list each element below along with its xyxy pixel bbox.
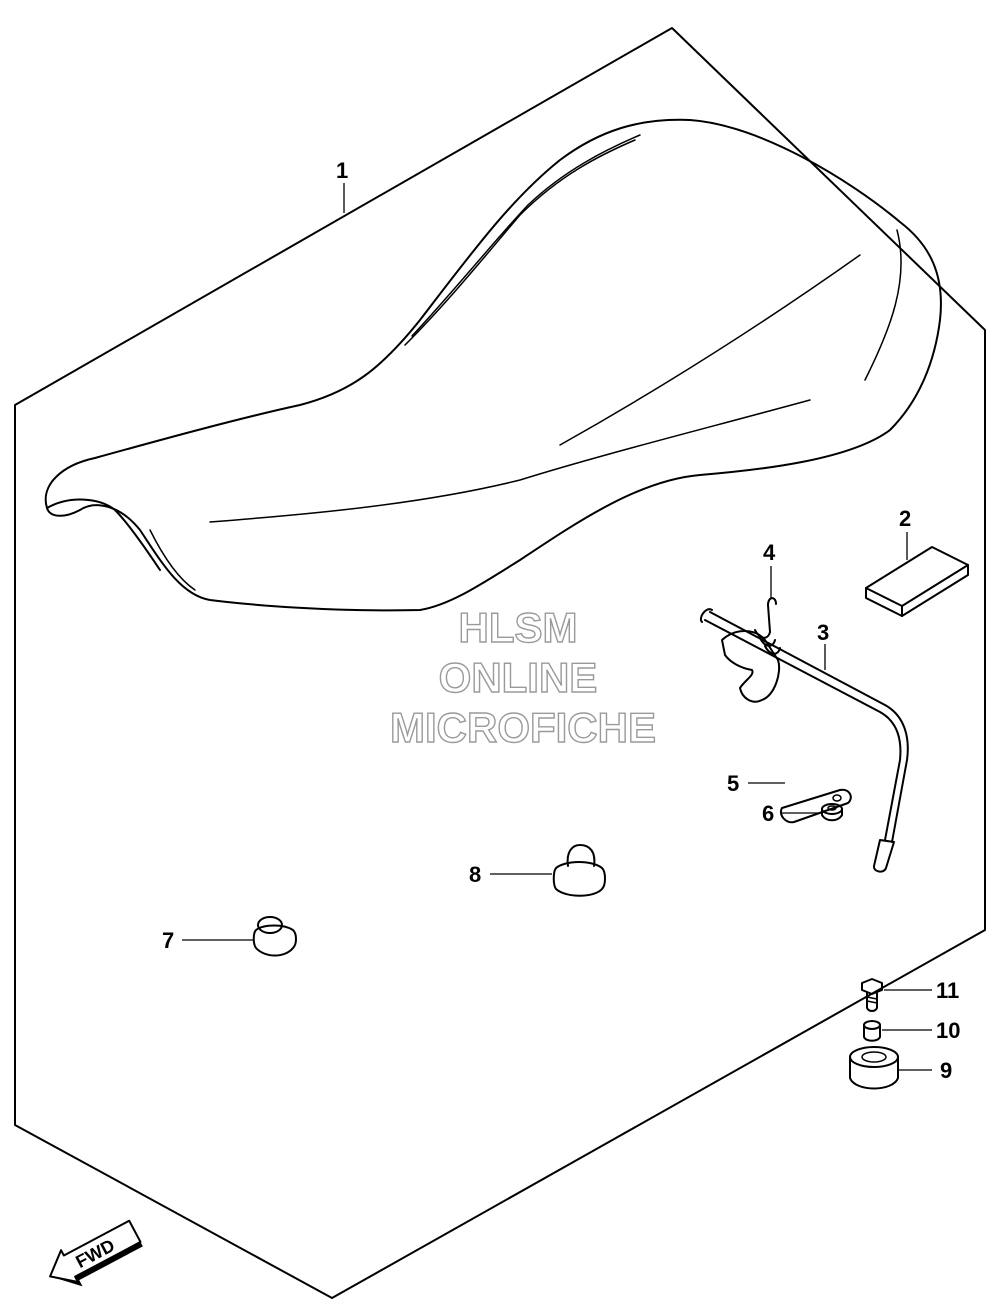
collar-top — [849, 1046, 899, 1068]
rod-end-cap — [872, 839, 895, 873]
seat-lock-rod-part[interactable] — [700, 608, 909, 873]
fwd-arrow-icon: FWD — [49, 1219, 143, 1287]
callout-7[interactable]: 7 — [162, 928, 174, 953]
pad-top — [865, 546, 969, 607]
rod-body — [704, 619, 902, 841]
collar-part[interactable] — [849, 1046, 899, 1090]
seat-rear-seam — [864, 229, 902, 381]
nut-hole — [827, 805, 837, 811]
leader-lines — [182, 183, 932, 1071]
seat-front-curl — [46, 498, 161, 571]
plate-hole — [832, 794, 842, 802]
cushion-large-knob — [566, 844, 596, 867]
watermark-line-1: HLSM — [459, 604, 578, 651]
collar-side — [849, 1056, 899, 1090]
fwd-arrow-shadow — [50, 1241, 143, 1287]
pad-part[interactable] — [865, 546, 969, 617]
callout-4[interactable]: 4 — [763, 540, 776, 565]
callout-2[interactable]: 2 — [899, 506, 911, 531]
seat-outline — [44, 118, 942, 612]
cushion-small-part[interactable] — [252, 916, 297, 957]
callout-5[interactable]: 5 — [727, 771, 739, 796]
callout-8[interactable]: 8 — [469, 862, 481, 887]
bolt-head — [861, 978, 883, 995]
callout-9[interactable]: 9 — [940, 1058, 952, 1083]
callout-11[interactable]: 11 — [936, 978, 959, 1003]
spring-coil — [754, 629, 781, 655]
watermark-line-3: MICROFICHE — [390, 704, 656, 751]
nut-part[interactable] — [821, 803, 843, 822]
diagram-boundary — [14, 27, 986, 1299]
watermark-line-2: ONLINE — [439, 654, 598, 701]
cushion-large-body — [552, 861, 606, 897]
watermark: HLSM ONLINE MICROFICHE — [389, 603, 656, 751]
collar-hole — [861, 1051, 887, 1063]
seat-part[interactable] — [44, 118, 942, 612]
callout-6[interactable]: 6 — [762, 801, 774, 826]
nut-side — [821, 808, 843, 822]
callout-10[interactable]: 10 — [936, 1018, 960, 1043]
spring-hook — [767, 597, 777, 633]
bushing-part[interactable] — [863, 1020, 881, 1042]
bolt-part[interactable] — [861, 978, 883, 1012]
seat-top-seam-left — [404, 139, 636, 346]
cushion-small-top — [257, 916, 283, 934]
spring-latch-part[interactable] — [721, 597, 781, 703]
callout-3[interactable]: 3 — [817, 620, 829, 645]
cushion-small-body — [252, 924, 297, 957]
pad-side — [865, 564, 969, 617]
plate-part[interactable] — [780, 788, 852, 824]
seat-top-seam-right — [559, 254, 861, 446]
seat-side-seam — [209, 399, 811, 523]
seat-lower-crease — [149, 529, 196, 591]
latch-plate — [721, 630, 781, 703]
bushing-top — [863, 1020, 881, 1030]
bolt-thread — [866, 996, 878, 1004]
cushion-large-part[interactable] — [552, 844, 606, 897]
bushing-side — [863, 1024, 881, 1042]
callout-labels: 1 2 3 4 5 6 7 8 9 10 11 — [162, 158, 960, 1083]
plate-body — [780, 788, 852, 824]
rod-start-cap — [700, 608, 713, 623]
callout-1[interactable]: 1 — [336, 158, 348, 183]
seat-top-seam-left-2 — [411, 134, 641, 337]
rod-body-inner — [709, 611, 909, 843]
